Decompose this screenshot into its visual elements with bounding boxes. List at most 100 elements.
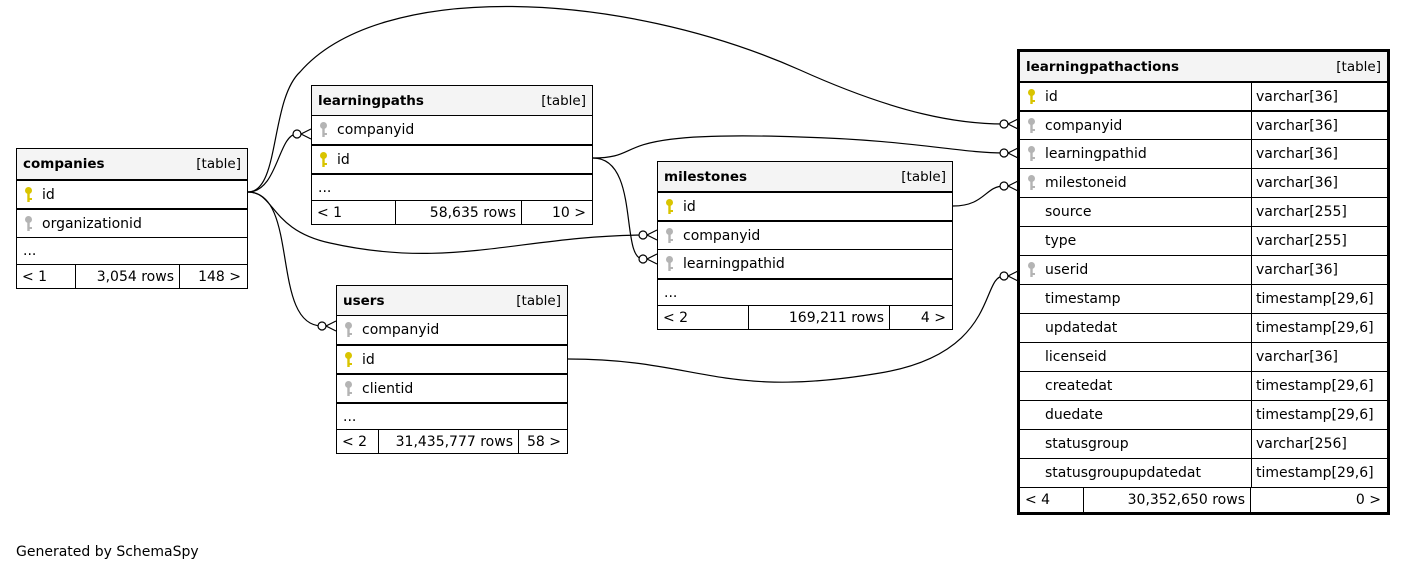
child-count[interactable]: 0 > bbox=[1355, 492, 1381, 508]
column-name: companyid bbox=[337, 122, 415, 138]
column-name: companyid bbox=[362, 322, 440, 338]
column-row[interactable]: companyid bbox=[658, 220, 952, 249]
column-name: duedate bbox=[1045, 407, 1103, 423]
column-name: learningpathid bbox=[1045, 146, 1147, 162]
column-row[interactable]: id bbox=[17, 179, 247, 208]
column-type: varchar[36] bbox=[1251, 83, 1338, 110]
table-companies[interactable]: companies [table] id organizationid ... … bbox=[16, 148, 248, 289]
more-columns[interactable]: ... bbox=[312, 173, 592, 200]
child-count[interactable]: 10 > bbox=[552, 204, 586, 221]
column-name: milestoneid bbox=[1045, 175, 1127, 191]
column-row[interactable]: companyid bbox=[312, 115, 592, 144]
parent-count[interactable]: < 4 bbox=[1020, 488, 1084, 512]
column-type: varchar[36] bbox=[1251, 112, 1338, 139]
column-row[interactable]: duedate timestamp[29,6] bbox=[1020, 400, 1387, 429]
column-row[interactable]: companyid varchar[36] bbox=[1020, 110, 1387, 139]
primary-key-icon bbox=[320, 151, 327, 167]
column-name: userid bbox=[1045, 262, 1089, 278]
column-row[interactable]: updatedat timestamp[29,6] bbox=[1020, 313, 1387, 342]
table-kind: [table] bbox=[541, 92, 586, 109]
primary-key-icon bbox=[345, 351, 352, 367]
edge-learningpaths-milestones bbox=[592, 157, 644, 260]
column-name: id bbox=[683, 198, 696, 215]
foreign-key-icon bbox=[1028, 262, 1035, 277]
column-type: varchar[255] bbox=[1251, 198, 1347, 226]
column-name: statusgroup bbox=[1045, 436, 1129, 452]
column-row[interactable]: statusgroup varchar[256] bbox=[1020, 429, 1387, 458]
column-row[interactable]: id bbox=[658, 191, 952, 220]
parent-count[interactable]: < 1 bbox=[312, 201, 396, 224]
child-count[interactable]: 148 > bbox=[198, 268, 241, 285]
column-row[interactable]: learningpathid varchar[36] bbox=[1020, 139, 1387, 168]
column-name: licenseid bbox=[1045, 349, 1107, 365]
edge-companies-learningpathactions bbox=[247, 5, 1005, 193]
row-count: 3,054 rows bbox=[76, 265, 180, 288]
edge-learningpaths-learningpathactions bbox=[592, 135, 1005, 159]
column-row[interactable]: userid varchar[36] bbox=[1020, 255, 1387, 284]
column-type: timestamp[29,6] bbox=[1251, 459, 1374, 487]
column-type: timestamp[29,6] bbox=[1251, 372, 1374, 400]
column-name: createdat bbox=[1045, 378, 1113, 394]
table-kind: [table] bbox=[516, 292, 561, 309]
column-row[interactable]: organizationid bbox=[17, 208, 247, 237]
column-name: learningpathid bbox=[683, 256, 785, 272]
column-name: updatedat bbox=[1045, 320, 1118, 336]
table-learningpaths[interactable]: learningpaths [table] companyid id ... <… bbox=[311, 85, 593, 225]
more-columns[interactable]: ... bbox=[17, 237, 247, 264]
column-name: companyid bbox=[1045, 117, 1123, 134]
parent-count[interactable]: < 2 bbox=[337, 430, 379, 453]
column-type: timestamp[29,6] bbox=[1251, 401, 1374, 429]
table-milestones[interactable]: milestones [table] id companyid learning… bbox=[657, 161, 953, 330]
column-name: clientid bbox=[362, 380, 414, 397]
column-name: id bbox=[337, 151, 350, 168]
primary-key-icon bbox=[25, 186, 32, 202]
table-footer: < 4 30,352,650 rows 0 > bbox=[1020, 487, 1387, 512]
table-name: learningpathactions bbox=[1026, 58, 1180, 75]
column-row[interactable]: id bbox=[337, 344, 567, 373]
column-name: companyid bbox=[683, 227, 761, 244]
parent-count[interactable]: < 2 bbox=[658, 306, 749, 329]
column-row[interactable]: type varchar[255] bbox=[1020, 226, 1387, 255]
column-row[interactable]: statusgroupupdatedat timestamp[29,6] bbox=[1020, 458, 1387, 487]
table-header: users [table] bbox=[337, 286, 567, 315]
column-row[interactable]: createdat timestamp[29,6] bbox=[1020, 371, 1387, 400]
column-name: statusgroupupdatedat bbox=[1045, 465, 1201, 481]
column-row[interactable]: id bbox=[312, 144, 592, 173]
child-count[interactable]: 58 > bbox=[527, 433, 561, 450]
foreign-key-icon bbox=[666, 227, 673, 243]
foreign-key-icon bbox=[345, 380, 352, 396]
column-row[interactable]: clientid bbox=[337, 373, 567, 402]
column-row[interactable]: learningpathid bbox=[658, 249, 952, 278]
table-name: milestones bbox=[664, 168, 748, 185]
table-learningpathactions[interactable]: learningpathactions [table] id varchar[3… bbox=[1017, 49, 1390, 515]
foreign-key-icon bbox=[1028, 175, 1035, 190]
column-row[interactable]: licenseid varchar[36] bbox=[1020, 342, 1387, 371]
foreign-key-icon bbox=[345, 322, 352, 337]
edge-users-learningpathactions bbox=[567, 275, 1005, 383]
column-name: type bbox=[1045, 233, 1077, 249]
table-users[interactable]: users [table] companyid id clientid ... … bbox=[336, 285, 568, 454]
table-footer: < 1 3,054 rows 148 > bbox=[17, 264, 247, 288]
parent-count[interactable]: < 1 bbox=[17, 265, 76, 288]
primary-key-icon bbox=[1028, 88, 1035, 104]
column-row[interactable]: milestoneid varchar[36] bbox=[1020, 168, 1387, 197]
table-name: companies bbox=[23, 156, 105, 172]
column-row[interactable]: source varchar[255] bbox=[1020, 197, 1387, 226]
foreign-key-icon bbox=[1028, 146, 1035, 161]
table-header: learningpathactions [table] bbox=[1020, 52, 1387, 81]
more-columns[interactable]: ... bbox=[337, 402, 567, 429]
column-name: id bbox=[362, 351, 375, 368]
column-row[interactable]: id varchar[36] bbox=[1020, 81, 1387, 110]
column-row[interactable]: companyid bbox=[337, 315, 567, 344]
child-count[interactable]: 4 > bbox=[920, 309, 946, 326]
column-row[interactable]: timestamp timestamp[29,6] bbox=[1020, 284, 1387, 313]
column-name: organizationid bbox=[42, 215, 142, 232]
column-name: source bbox=[1045, 204, 1092, 220]
edge-companies-users bbox=[247, 191, 323, 327]
table-header: learningpaths [table] bbox=[312, 86, 592, 115]
more-columns[interactable]: ... bbox=[658, 278, 952, 305]
edge-milestones-learningpathactions bbox=[952, 185, 1005, 207]
column-type: varchar[255] bbox=[1251, 227, 1347, 255]
column-type: timestamp[29,6] bbox=[1251, 285, 1374, 313]
